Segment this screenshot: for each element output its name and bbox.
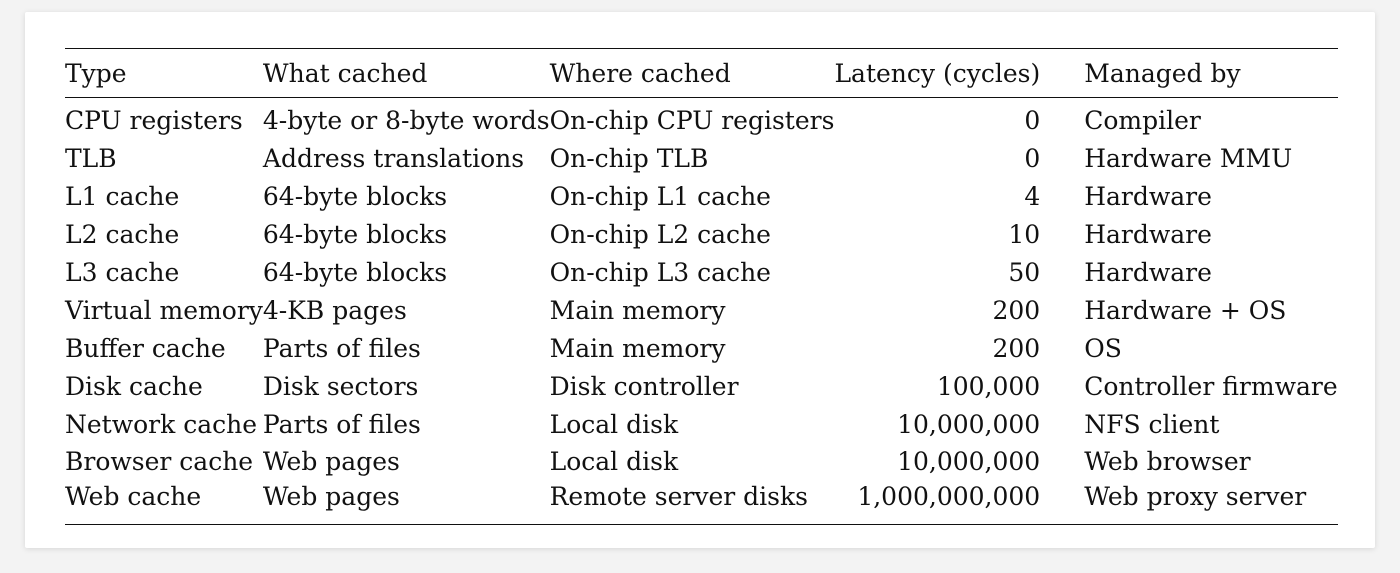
cell-what-cached: Parts of files xyxy=(262,409,421,439)
cell-type: Virtual memory xyxy=(65,295,263,325)
cell-what-cached: 4-byte or 8-byte words xyxy=(262,106,550,136)
cell-latency: 0 xyxy=(1024,106,1041,136)
cell-latency: 100,000 xyxy=(936,371,1041,401)
cell-what-cached: Web pages xyxy=(262,481,400,511)
cell-where-cached: On-chip CPU registers xyxy=(549,106,835,136)
cache-table: Type What cached Where cached Latency (c… xyxy=(65,48,1338,525)
cell-what-cached: 64-byte blocks xyxy=(262,258,448,287)
cell-managed-by: Web browser xyxy=(1084,447,1251,477)
cell-managed-by: Hardware + OS xyxy=(1084,295,1287,325)
cell-managed-by: NFS client xyxy=(1084,409,1220,439)
cell-where-cached: Local disk xyxy=(549,409,679,439)
cell-managed-by: Hardware MMU xyxy=(1084,144,1293,174)
cell-managed-by: Compiler xyxy=(1084,106,1201,136)
table-row: L1 cache 64-byte blocks On-chip L1 cache 4 H… xyxy=(65,178,1338,216)
header-managed-by: Managed by xyxy=(1084,58,1241,88)
table-row: Buffer cache Parts of files Main memory 200… xyxy=(65,329,1338,367)
cell-what-cached: Disk sectors xyxy=(262,371,419,401)
cell-type: L1 cache xyxy=(65,182,180,212)
cell-type: Buffer cache xyxy=(65,333,226,363)
table-row: L3 cache 64-byte blocks On-chip L3 cache 50… xyxy=(65,254,1338,292)
header-what-cached: What cached xyxy=(262,58,428,88)
cell-where-cached: On-chip L3 cache xyxy=(549,258,771,287)
cell-where-cached: Local disk xyxy=(549,447,679,477)
cell-latency: 50 xyxy=(1008,258,1041,287)
cell-managed-by: Controller firmware xyxy=(1084,371,1338,401)
cell-managed-by: Hardware xyxy=(1084,220,1212,250)
cell-latency: 10 xyxy=(1008,220,1041,250)
cell-managed-by: OS xyxy=(1084,333,1122,363)
cell-type: TLB xyxy=(65,144,117,174)
cell-what-cached: Parts of files xyxy=(262,333,421,363)
cell-latency: 10,000,000 xyxy=(897,409,1041,439)
header-type: Type xyxy=(65,58,127,88)
table-row: L2 cache 64-byte blocks On-chip L2 cache 10… xyxy=(65,216,1338,254)
cell-latency: 4 xyxy=(1024,182,1041,212)
cell-type: L3 cache xyxy=(65,258,180,287)
cell-what-cached: 64-byte blocks xyxy=(262,182,448,212)
cell-where-cached: On-chip L1 cache xyxy=(549,182,771,212)
cell-managed-by: Hardware xyxy=(1084,182,1212,212)
cell-what-cached: Web pages xyxy=(262,447,400,477)
cell-type: Network cache xyxy=(65,409,258,439)
table-row: Web cache Web pages Remote server disks 1,0… xyxy=(65,481,1338,525)
cell-latency: 200 xyxy=(992,333,1041,363)
cell-what-cached: 64-byte blocks xyxy=(262,220,448,250)
cell-latency: 10,000,000 xyxy=(897,447,1041,477)
table-card: Type What cached Where cached Latency (c… xyxy=(25,12,1375,548)
table-row: Disk cache Disk sectors Disk controller 100… xyxy=(65,367,1338,405)
header-where-cached: Where cached xyxy=(549,58,731,88)
cell-where-cached: Main memory xyxy=(549,333,726,363)
table-row: Browser cache Web pages Local disk 10,000,0… xyxy=(65,443,1338,481)
cell-where-cached: On-chip TLB xyxy=(549,144,709,174)
cell-where-cached: Main memory xyxy=(549,295,726,325)
cell-what-cached: Address translations xyxy=(262,144,525,174)
cell-type: Disk cache xyxy=(65,371,203,401)
header-latency: Latency (cycles) xyxy=(834,58,1041,88)
cell-where-cached: Remote server disks xyxy=(549,481,808,511)
cell-managed-by: Web proxy server xyxy=(1084,481,1307,511)
cell-latency: 0 xyxy=(1024,144,1041,174)
cell-latency: 1,000,000,000 xyxy=(857,481,1041,511)
cell-type: Browser cache xyxy=(65,447,254,477)
table-row: TLB Address translations On-chip TLB 0 Hardw… xyxy=(65,140,1338,178)
cell-what-cached: 4-KB pages xyxy=(262,295,407,325)
table-header: Type What cached Where cached Latency (c… xyxy=(65,49,1338,98)
cell-latency: 200 xyxy=(992,295,1041,325)
cell-managed-by: Hardware xyxy=(1084,258,1212,287)
cell-where-cached: Disk controller xyxy=(549,371,739,401)
cell-type: CPU registers xyxy=(65,106,243,136)
cell-where-cached: On-chip L2 cache xyxy=(549,220,771,250)
cell-type: Web cache xyxy=(65,481,202,511)
header-row: Type What cached Where cached Latency (c… xyxy=(65,49,1338,98)
cell-type: L2 cache xyxy=(65,220,180,250)
